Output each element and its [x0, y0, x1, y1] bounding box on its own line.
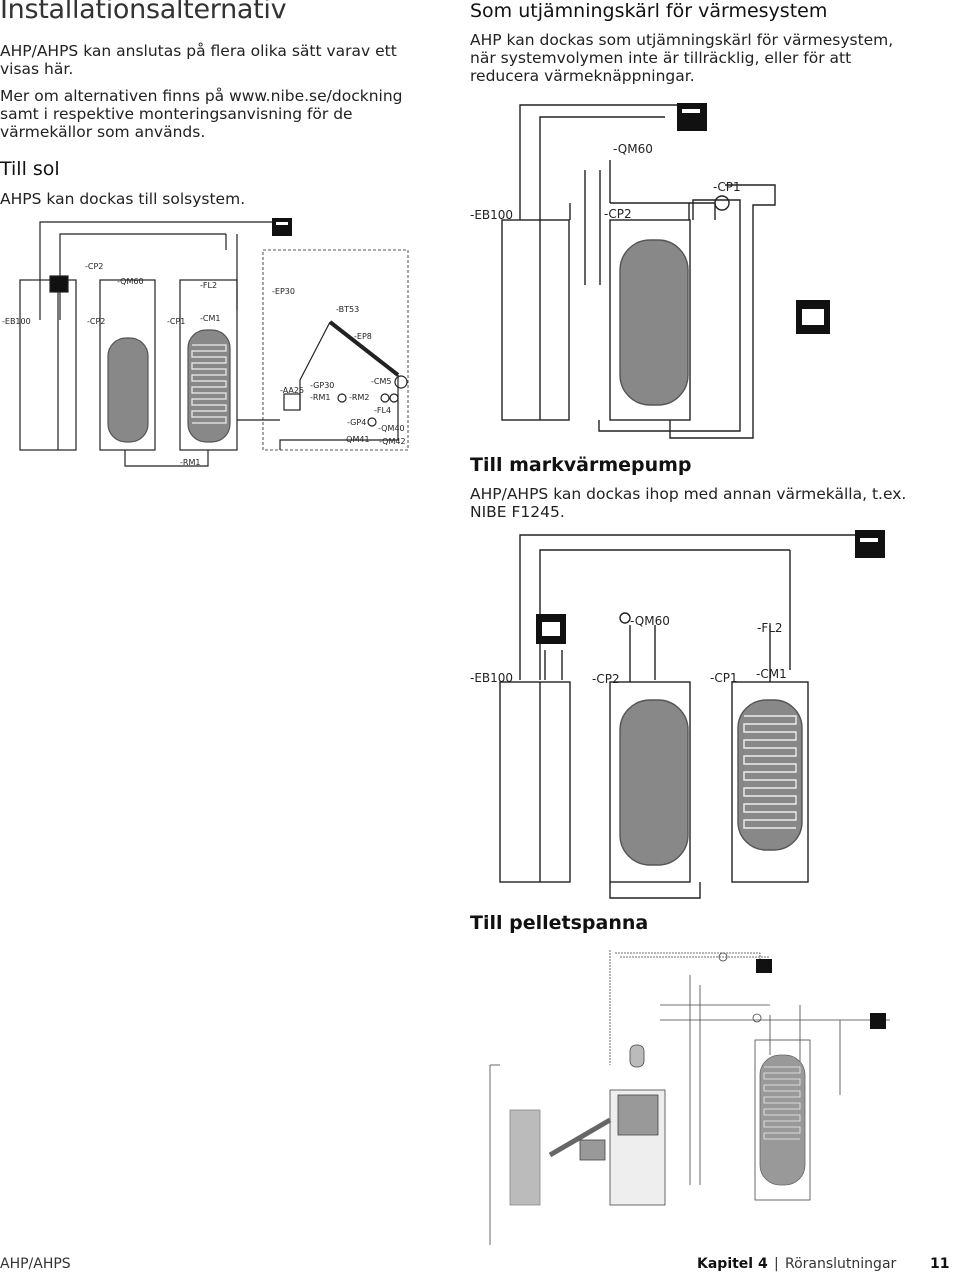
label-eb100: -EB100	[2, 317, 31, 326]
radiator-icon	[796, 300, 830, 334]
footer-product: AHP/AHPS	[0, 1256, 71, 1272]
heading-utjamning: Som utjämningskärl för värmesystem	[470, 0, 828, 22]
label-qm42: -QM42	[379, 437, 406, 446]
label-fl4: -FL4	[374, 406, 392, 415]
label-cp2-top: -CP2	[85, 262, 104, 271]
label-cp2: -CP2	[87, 317, 106, 326]
diagram-pellets	[489, 950, 890, 1245]
label-ep30: -EP30	[272, 287, 295, 296]
label-gp30: -GP30	[310, 381, 335, 390]
heading-pellets: Till pelletspanna	[470, 912, 649, 934]
label-ep8: -EP8	[354, 332, 372, 341]
more-info-text: Mer om alternativen finns på www.nibe.se…	[0, 87, 403, 141]
heading-markvarme: Till markvärmepump	[470, 454, 692, 476]
footer-section: Röranslutningar	[785, 1256, 897, 1272]
label-qm40: -QM40	[378, 424, 405, 433]
label-qm60-3: -QM60	[630, 614, 670, 628]
intro-text: AHP/AHPS kan anslutas på flera olika sät…	[0, 42, 397, 78]
label-fl2: -FL2	[200, 281, 218, 290]
faucet-icon	[272, 218, 292, 236]
footer-separator: |	[774, 1256, 779, 1272]
faucet-icon-3	[855, 530, 885, 558]
footer-page-number: 11	[930, 1256, 950, 1272]
diagram-sol	[19, 218, 409, 467]
label-rm1-bottom: -RM1	[180, 458, 201, 467]
label-eb100-2: -EB100	[470, 208, 514, 222]
label-cp1-2: -CP1	[713, 180, 741, 194]
label-eb100-3: -EB100	[470, 671, 514, 685]
radiator-icon-2	[536, 614, 566, 644]
label-cm1-3: -CM1	[756, 667, 787, 681]
label-cm5: -CM5	[371, 377, 392, 386]
faucet-icon-2	[677, 103, 707, 131]
radiator-icon-3	[756, 959, 772, 973]
text-utjamning: AHP kan dockas som utjämningskärl för vä…	[470, 31, 894, 85]
label-cp2-3: -CP2	[592, 672, 620, 686]
label-cp2-2: -CP2	[604, 207, 632, 221]
label-rm1: -RM1	[310, 393, 331, 402]
page-title: Installationsalternativ	[0, 0, 287, 25]
label-fl2-3: -FL2	[757, 621, 783, 635]
footer-chapter: Kapitel 4	[697, 1256, 768, 1272]
label-rm2: -RM2	[349, 393, 370, 402]
label-gp4: -GP4	[347, 418, 367, 427]
diagram-utjamning	[501, 103, 830, 439]
text-till-sol: AHPS kan dockas till solsystem.	[0, 190, 246, 208]
faucet-icon-4	[870, 1013, 886, 1029]
diagram-markvarme	[499, 530, 885, 899]
label-bt53: -BT53	[336, 305, 360, 314]
heading-till-sol: Till sol	[0, 158, 60, 180]
label-aa25: -AA25	[280, 386, 305, 395]
label-cp1-3: -CP1	[710, 671, 738, 685]
label-qm60: -QM60	[117, 277, 144, 286]
label-qm41: -QM41	[343, 435, 370, 444]
label-cm1: -CM1	[200, 314, 221, 323]
text-markvarme: AHP/AHPS kan dockas ihop med annan värme…	[470, 485, 907, 521]
label-qm60-2: -QM60	[613, 142, 653, 156]
label-cp1: -CP1	[167, 317, 186, 326]
